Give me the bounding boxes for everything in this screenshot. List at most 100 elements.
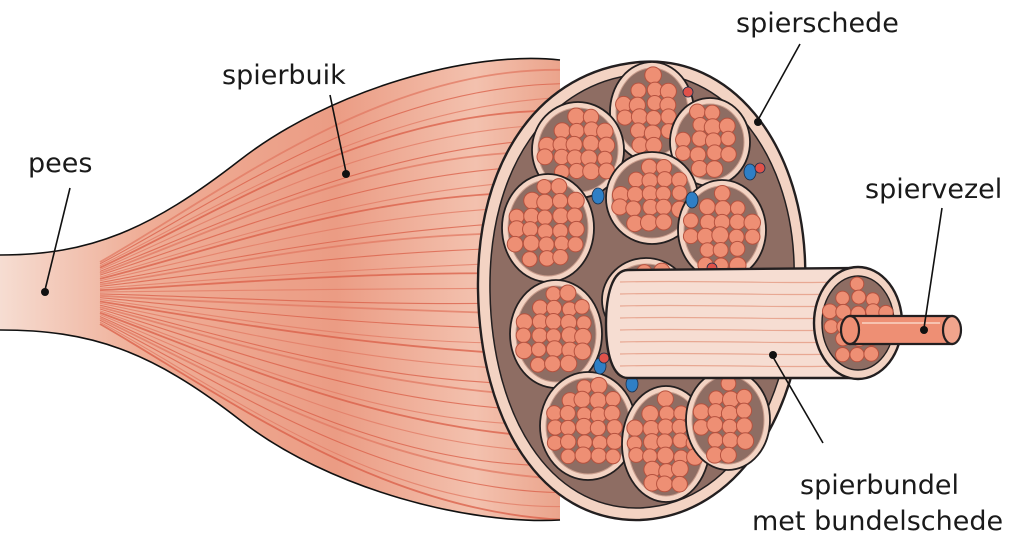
muscle-fiber-section	[639, 213, 658, 232]
muscle-fiber-section	[629, 122, 647, 139]
muscle-fiber-section	[573, 390, 591, 409]
muscle-fiber-section	[863, 346, 880, 362]
muscle-fiber-section	[682, 212, 699, 229]
muscle-fiber-section	[530, 356, 546, 373]
muscle-fiber-section	[736, 432, 755, 450]
vein	[591, 187, 605, 205]
muscle-fiber-section	[530, 341, 547, 358]
muscle-fiber-section	[531, 327, 548, 344]
muscle-fiber-section	[849, 347, 865, 363]
muscle-fiber-section	[692, 403, 710, 421]
muscle-fiber-section	[851, 289, 867, 305]
muscle-fiber-section	[551, 192, 569, 210]
muscle-fiber-section	[574, 298, 590, 315]
muscle-fiber-section	[574, 446, 592, 464]
muscle-fiber-section	[506, 235, 524, 253]
muscle-fiber-section	[605, 448, 621, 465]
muscle-fiber-section	[735, 402, 753, 419]
muscle-fiber-section	[628, 447, 645, 463]
label-fascicle-line1: spierbundel	[800, 470, 959, 501]
muscle-fiber-section	[821, 303, 838, 320]
leader-lines	[41, 43, 943, 444]
muscle-fiber-section	[719, 446, 737, 464]
muscle-fiber-section	[729, 240, 746, 257]
label-muscle-fiber: spiervezel	[865, 174, 1002, 205]
muscle-fiber-section	[590, 447, 607, 464]
muscle-fiber-section	[626, 185, 644, 203]
muscle-fiber-section	[835, 290, 850, 306]
muscle-fiber-section	[536, 178, 552, 195]
muscle-fiber-section	[532, 299, 549, 316]
muscle-fiber-section	[699, 213, 717, 231]
fascicle-cylinder-stripes	[619, 280, 841, 368]
muscle-fiber-section	[560, 419, 577, 436]
muscle-fiber-section	[707, 432, 724, 449]
muscle-fiber-section	[559, 354, 578, 373]
muscle-fiber-section	[671, 459, 689, 478]
muscle-fiber-section	[705, 160, 724, 178]
muscle-fiber-section	[696, 227, 714, 245]
muscle-fiber-section	[743, 213, 762, 232]
muscle-fiber-section	[671, 185, 688, 201]
muscle-fiber-section	[545, 313, 562, 330]
label-tendon: pees	[28, 148, 92, 179]
artery	[754, 162, 766, 174]
muscle-fiber-section	[672, 432, 689, 449]
muscle-fiber-section	[713, 184, 731, 202]
vein	[685, 191, 699, 209]
muscle-fiber-section	[675, 145, 692, 162]
muscle-fiber-section	[625, 200, 642, 217]
muscle-fiber-section	[720, 130, 736, 147]
artery	[598, 352, 610, 364]
muscle-fiber-section	[626, 419, 644, 437]
muscle-fiber-section	[835, 347, 851, 363]
muscle-fiber-section	[720, 146, 737, 163]
muscle-fiber-section	[553, 235, 570, 252]
muscle-striation	[99, 150, 560, 275]
muscle-fiber-section	[545, 340, 564, 358]
muscle-fiber-section	[698, 198, 716, 216]
muscle-fiber-section	[575, 417, 593, 436]
muscle-fiber-section	[567, 107, 586, 126]
label-epimysium: spierschede	[736, 8, 899, 39]
muscle-fiber-section	[671, 475, 688, 493]
muscle-striation	[99, 123, 560, 271]
muscle-fiber-section	[550, 178, 568, 195]
cylinder-striation	[619, 352, 841, 356]
muscle-fiber-section	[656, 171, 673, 188]
muscle-fiber-section	[655, 198, 672, 216]
muscle-striation	[99, 317, 560, 480]
muscle-fiber-section	[712, 241, 729, 258]
muscle-striation	[99, 137, 560, 272]
muscle-fiber-section	[605, 391, 621, 407]
muscle-fiber-section	[706, 416, 724, 434]
muscle-fiber-section	[692, 419, 710, 436]
muscle-fiber-section	[521, 251, 538, 268]
muscle-fiber-section	[568, 162, 585, 180]
muscle-fiber-section	[590, 376, 608, 395]
muscle-fiber-section	[641, 404, 659, 423]
muscle-fiber-section	[567, 236, 584, 253]
muscle-striation	[99, 315, 560, 467]
muscle-fiber-section	[682, 228, 699, 245]
vein	[743, 163, 757, 181]
muscle-fiber-section	[823, 319, 839, 334]
muscle-fiber-section	[644, 66, 662, 84]
muscle-fiber-section	[606, 419, 623, 436]
muscle-striation	[99, 310, 560, 426]
muscle-fiber-section	[544, 355, 562, 373]
muscle-fiber-section	[656, 390, 674, 408]
muscle-fiber-section	[545, 286, 562, 302]
muscle-fiber-section	[559, 405, 576, 422]
muscle-fiber-section	[729, 213, 746, 231]
muscle-fiber-section	[589, 419, 607, 437]
muscle-striation	[99, 323, 560, 521]
fascicle	[509, 279, 603, 389]
muscle-fiber-section	[515, 327, 532, 344]
fascicle	[539, 371, 637, 481]
muscle-fiber-section	[691, 130, 709, 147]
muscle-fiber-section	[589, 391, 607, 410]
muscle-fiber-section	[568, 122, 585, 139]
muscle-fiber-section	[546, 405, 563, 422]
